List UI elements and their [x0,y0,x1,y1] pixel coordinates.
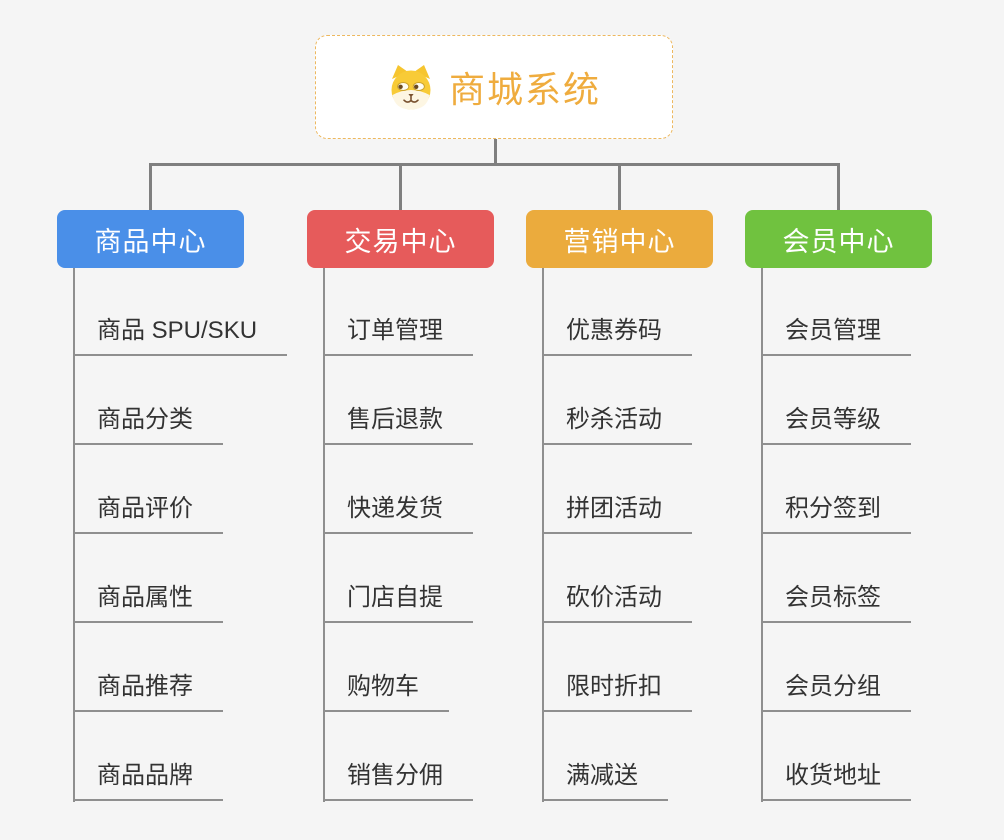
connector-line [149,163,152,210]
leaf-topic[interactable]: 商品分类 [75,405,223,445]
branch-topic-4[interactable]: 会员中心 [745,210,932,268]
branch-children-column: 商品 SPU/SKU 商品分类商品评价商品属性商品推荐商品品牌 [73,268,313,802]
branch-topic-3[interactable]: 营销中心 [526,210,713,268]
leaf-topic[interactable]: 会员标签 [763,583,911,623]
leaf-topic[interactable]: 快递发货 [325,494,473,534]
leaf-topic[interactable]: 会员管理 [763,316,911,356]
branch-topic-2[interactable]: 交易中心 [307,210,494,268]
leaf-topic[interactable]: 销售分佣 [325,761,473,801]
connector-line [618,163,621,210]
leaf-topic[interactable]: 购物车 [325,672,449,712]
leaf-topic[interactable]: 会员等级 [763,405,911,445]
leaf-topic[interactable]: 商品推荐 [75,672,223,712]
branch-children-column: 订单管理售后退款快递发货门店自提购物车销售分佣 [323,268,563,802]
root-topic-label: 商城系统 [448,69,601,110]
branch-children-column: 优惠券码秒杀活动拼团活动砍价活动限时折扣满减送 [542,268,782,802]
leaf-topic[interactable]: 收货地址 [763,761,911,801]
leaf-topic[interactable]: 秒杀活动 [544,405,692,445]
leaf-topic[interactable]: 商品评价 [75,494,223,534]
leaf-topic[interactable]: 拼团活动 [544,494,692,534]
leaf-topic[interactable]: 满减送 [544,761,668,801]
leaf-topic[interactable]: 订单管理 [325,316,473,356]
leaf-topic[interactable]: 商品 SPU/SKU [75,316,288,356]
leaf-topic[interactable]: 门店自提 [325,583,473,623]
dog-face-icon [391,65,431,110]
leaf-topic[interactable]: 砍价活动 [544,583,692,623]
branch-children-column: 会员管理会员等级积分签到会员标签会员分组收货地址 [761,268,1001,802]
leaf-topic[interactable]: 积分签到 [763,494,911,534]
connector-line [399,163,402,210]
leaf-topic[interactable]: 优惠券码 [544,316,692,356]
leaf-topic[interactable]: 商品品牌 [75,761,223,801]
root-topic[interactable]: 商城系统 [315,35,673,139]
leaf-topic[interactable]: 售后退款 [325,405,473,445]
leaf-topic[interactable]: 商品属性 [75,583,223,623]
connector-line [493,139,497,166]
connector-line [837,163,840,210]
leaf-topic[interactable]: 会员分组 [763,672,911,712]
branch-topic-1[interactable]: 商品中心 [57,210,244,268]
leaf-topic[interactable]: 限时折扣 [544,672,692,712]
connector-line [149,163,840,166]
